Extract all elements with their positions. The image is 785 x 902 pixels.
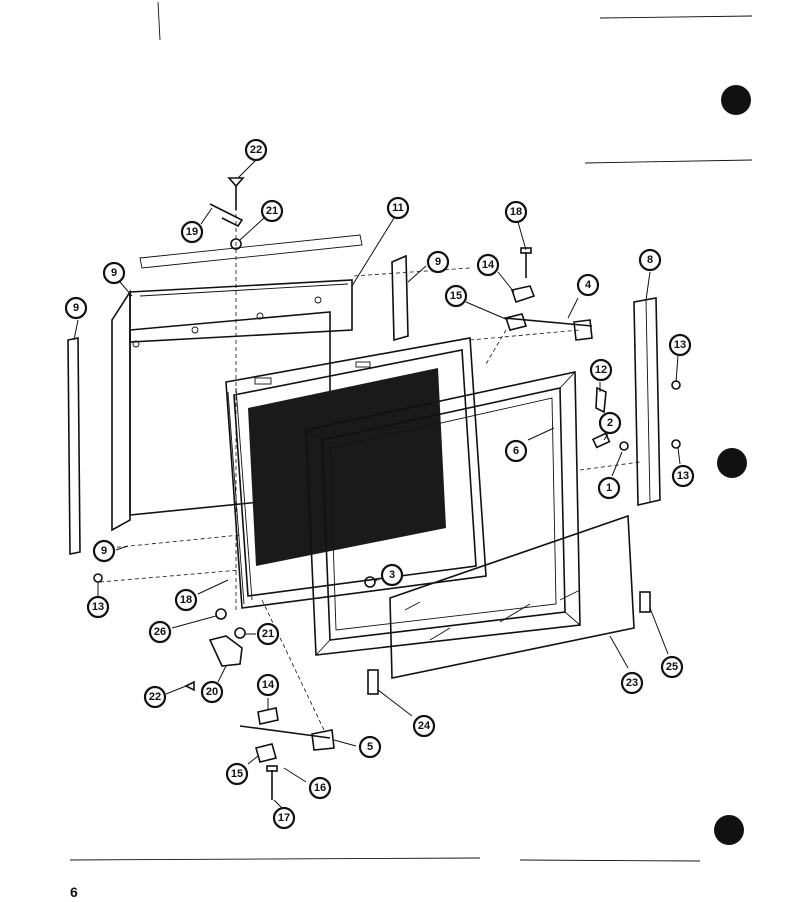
svg-text:14: 14	[262, 679, 275, 691]
callouts: 22 19 21 11 9 9 9 18 14 15 4 8 13 12 2 6…	[64, 138, 695, 830]
svg-text:25: 25	[666, 661, 678, 673]
svg-text:14: 14	[482, 259, 495, 271]
punch-hole-top	[721, 85, 751, 115]
svg-text:24: 24	[418, 720, 431, 732]
svg-text:5: 5	[367, 741, 373, 753]
scan-artifacts	[69, 1, 753, 862]
svg-text:9: 9	[101, 545, 107, 557]
page-number: 6	[70, 884, 78, 900]
callout-3: 3	[380, 563, 404, 587]
callout-12: 12	[589, 358, 613, 382]
svg-text:15: 15	[450, 290, 462, 302]
front-frame	[305, 371, 581, 656]
punch-hole-middle	[717, 448, 747, 478]
punch-hole-bottom	[714, 815, 744, 845]
leader-lines	[73, 159, 681, 809]
callout-21: 21	[256, 622, 280, 646]
svg-text:19: 19	[186, 226, 198, 238]
svg-text:26: 26	[154, 626, 166, 638]
callout-2: 2	[598, 411, 622, 435]
callout-4: 4	[576, 273, 600, 297]
callout-11: 11	[386, 196, 410, 220]
svg-text:8: 8	[647, 254, 653, 266]
svg-text:11: 11	[392, 202, 404, 214]
svg-text:4: 4	[585, 279, 592, 291]
callout-9: 9	[102, 261, 126, 285]
callout-21: 21	[260, 199, 284, 223]
callout-1: 1	[597, 476, 621, 500]
svg-text:12: 12	[595, 364, 607, 376]
svg-text:18: 18	[510, 206, 522, 218]
callout-14: 14	[256, 673, 280, 697]
svg-text:16: 16	[314, 782, 326, 794]
svg-text:22: 22	[250, 144, 262, 156]
svg-text:21: 21	[266, 205, 278, 217]
svg-text:2: 2	[607, 417, 613, 429]
callout-9: 9	[64, 296, 88, 320]
callout-22: 22	[143, 685, 167, 709]
svg-text:20: 20	[206, 686, 218, 698]
svg-text:13: 13	[92, 601, 104, 613]
callout-24: 24	[412, 714, 436, 738]
svg-text:13: 13	[677, 470, 689, 482]
phantom-lines	[99, 186, 641, 731]
svg-text:13: 13	[674, 339, 686, 351]
callout-19: 19	[180, 220, 204, 244]
svg-text:23: 23	[626, 677, 638, 689]
callout-26: 26	[148, 620, 172, 644]
callout-15: 15	[444, 284, 468, 308]
svg-text:6: 6	[513, 445, 519, 457]
callout-16: 16	[308, 776, 332, 800]
screen-frame	[225, 337, 487, 609]
callout-14: 14	[476, 253, 500, 277]
callout-18: 18	[504, 200, 528, 224]
callout-22: 22	[244, 138, 268, 162]
svg-text:9: 9	[111, 267, 117, 279]
callout-20: 20	[200, 680, 224, 704]
svg-text:15: 15	[231, 768, 243, 780]
svg-text:18: 18	[180, 594, 192, 606]
callout-5: 5	[358, 735, 382, 759]
svg-text:3: 3	[389, 569, 395, 581]
callout-13: 13	[86, 595, 110, 619]
callout-25: 25	[660, 655, 684, 679]
callout-9: 9	[92, 539, 116, 563]
svg-text:9: 9	[435, 256, 441, 268]
glass-panel	[389, 514, 635, 679]
callout-6: 6	[504, 439, 528, 463]
callout-13: 13	[668, 333, 692, 357]
svg-text:9: 9	[73, 302, 79, 314]
callout-15: 15	[225, 762, 249, 786]
svg-text:17: 17	[278, 812, 290, 824]
callout-18: 18	[174, 588, 198, 612]
svg-text:1: 1	[606, 482, 612, 494]
screen-mesh	[248, 368, 446, 566]
svg-text:21: 21	[262, 628, 274, 640]
callout-13: 13	[671, 464, 695, 488]
svg-text:22: 22	[149, 691, 161, 703]
callout-23: 23	[620, 671, 644, 695]
callout-8: 8	[638, 248, 662, 272]
callout-17: 17	[272, 806, 296, 830]
callout-9: 9	[426, 250, 450, 274]
